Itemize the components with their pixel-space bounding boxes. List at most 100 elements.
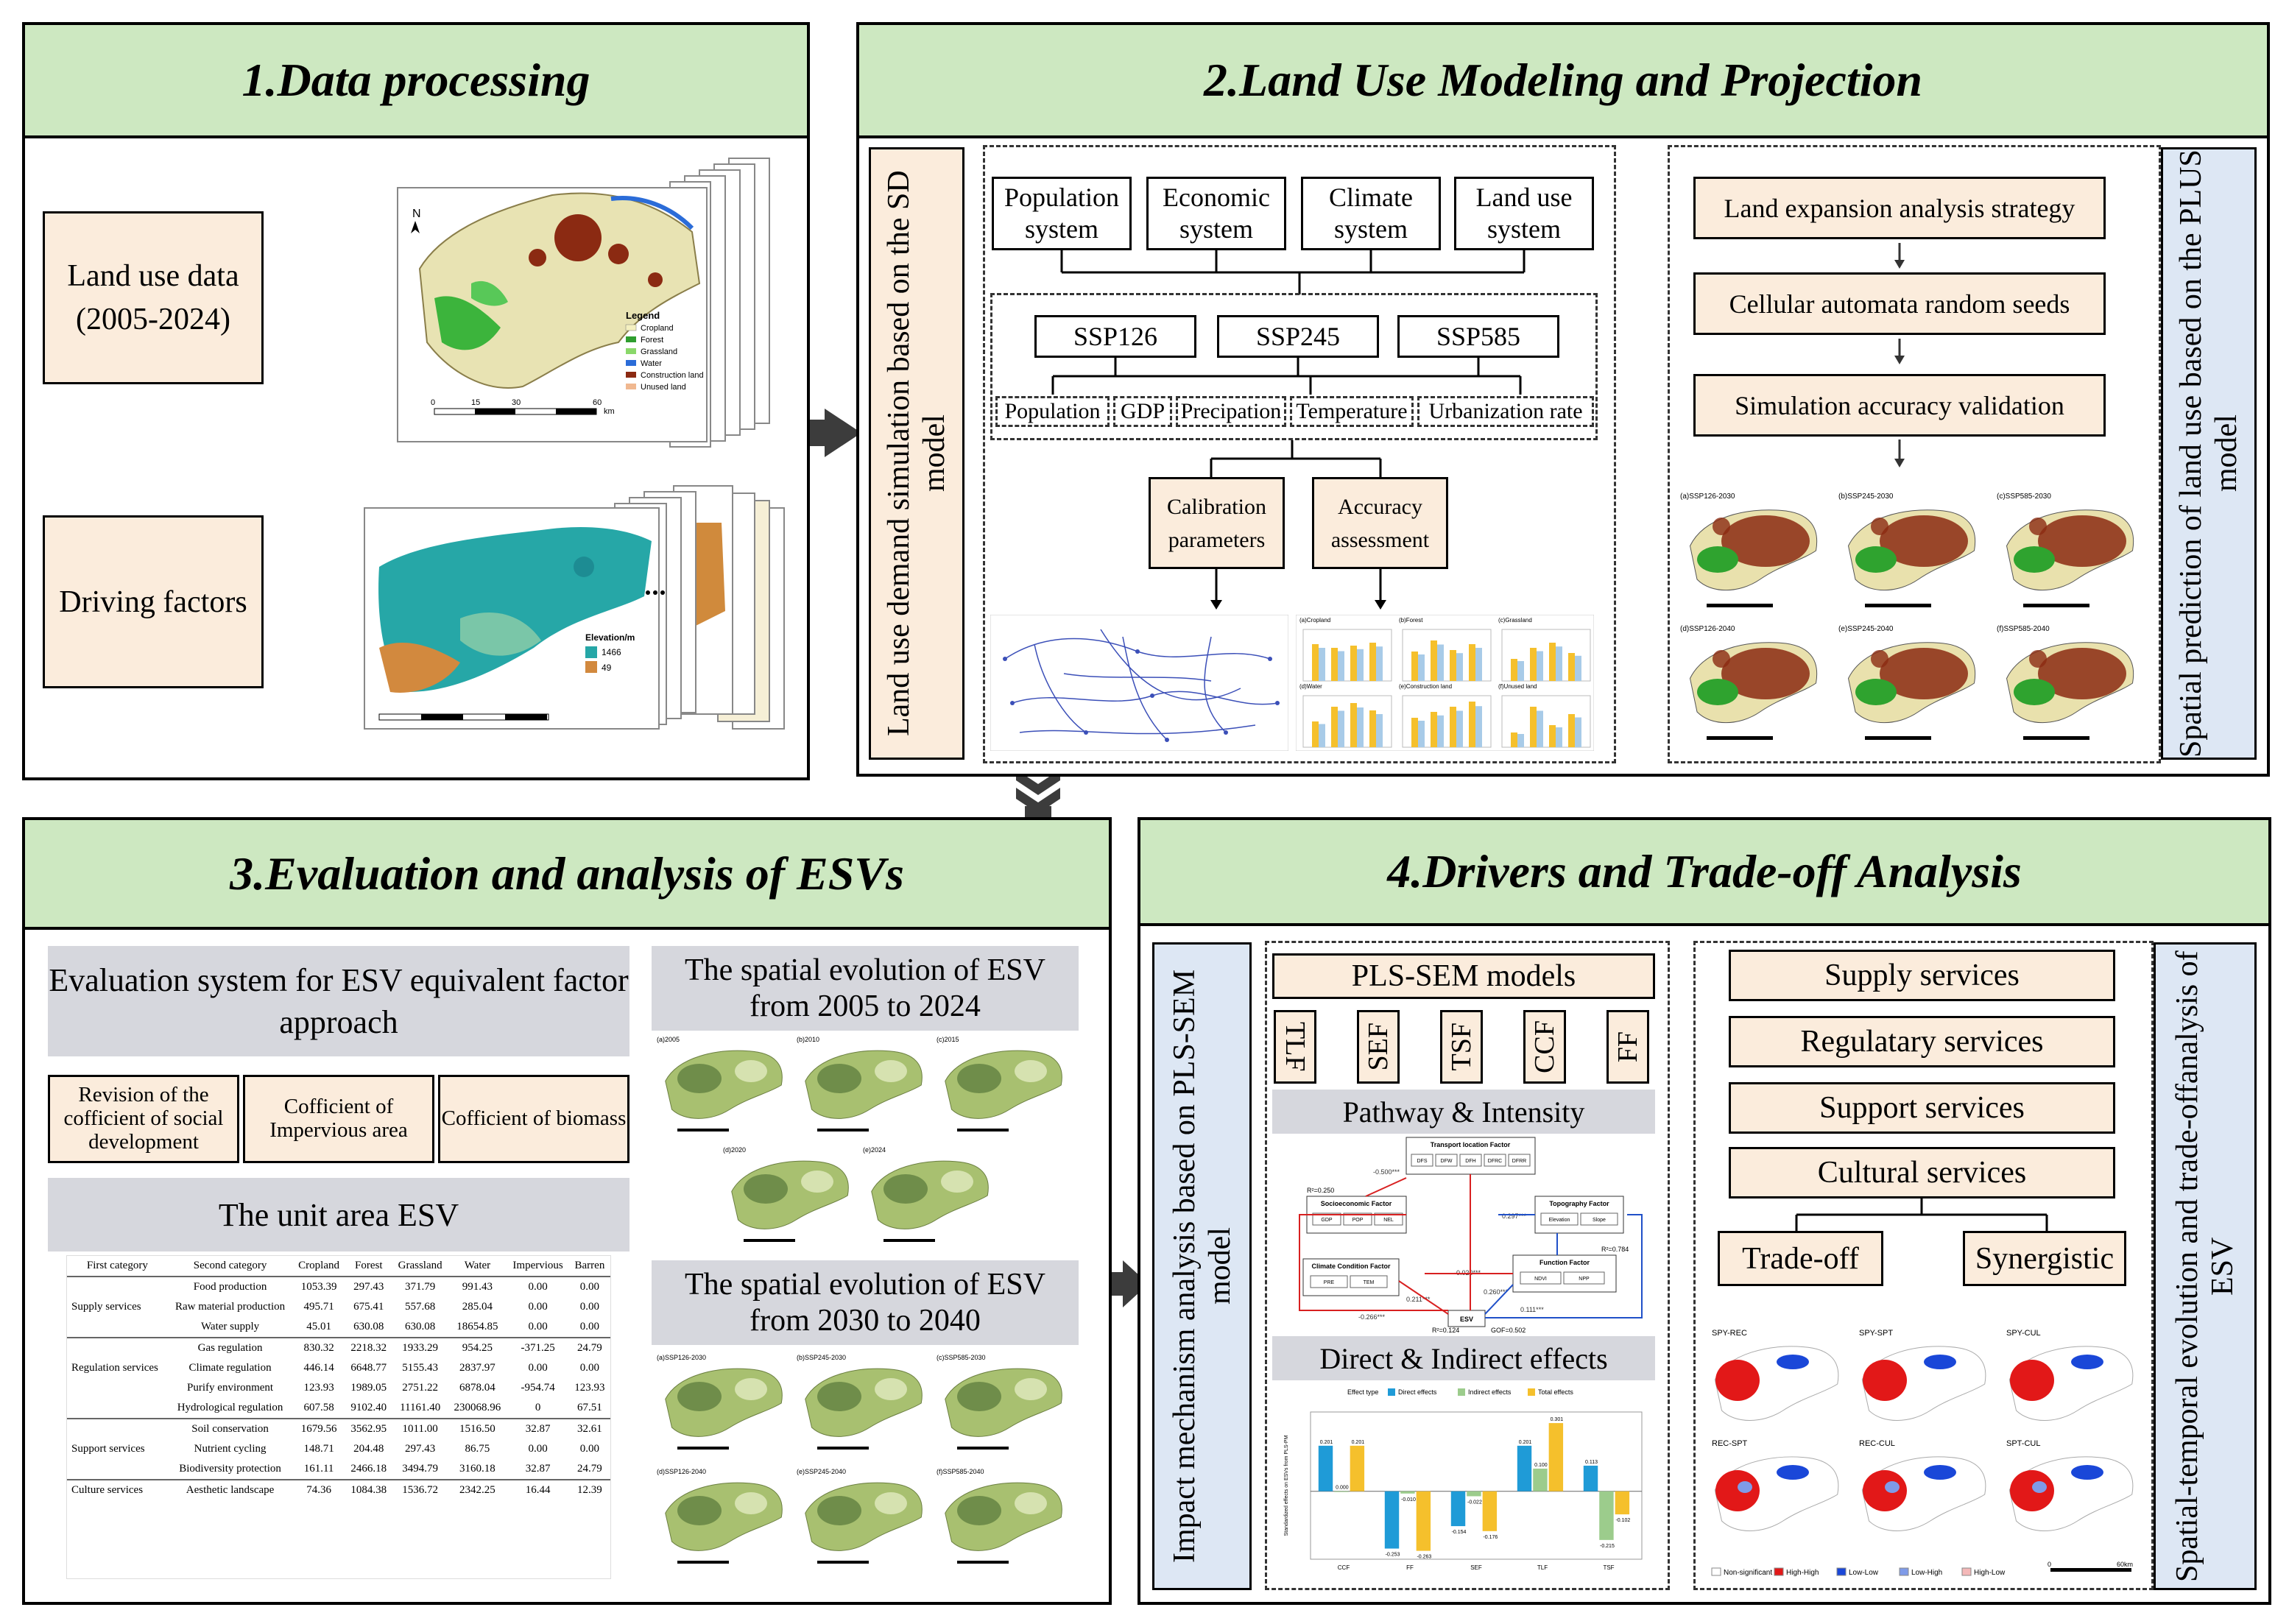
esv-map-2005-2024: (a)2005(b)2010(c)2015(d)2020(e)2024 (652, 1034, 1079, 1255)
scenario-map-label: (e)SSP245-2040 (1838, 625, 1894, 633)
acc-bar (1312, 721, 1319, 747)
scale-bar (957, 1561, 1009, 1564)
table-cell: 371.79 (392, 1276, 448, 1297)
panel-title: 1.Data processing (25, 25, 807, 138)
sem-topo: Topography Factor (1549, 1200, 1609, 1207)
table-cell: 446.14 (303, 1362, 334, 1374)
driving-factors-box: Driving factors (43, 515, 264, 688)
high-high-cluster (2010, 1470, 2054, 1511)
effect-bar (1467, 1491, 1481, 1497)
data-label: -0.176 (1483, 1535, 1498, 1540)
data-label: 0.201 (1320, 1440, 1333, 1445)
acc-bar (1517, 734, 1524, 747)
sd-model-region (983, 145, 1616, 763)
sem-coef: -0.266*** (1358, 1313, 1386, 1321)
legend-swatch (1528, 1388, 1535, 1396)
acc-bar (1575, 655, 1581, 681)
factor-gdp: GDP (1113, 396, 1172, 427)
panel-title: 3.Evaluation and analysis of ESVs (25, 820, 1109, 930)
category-label: FF (1406, 1564, 1414, 1571)
effect-bar (1318, 1445, 1333, 1491)
coef-social-box: Revision of the cofficient of social dev… (48, 1075, 239, 1163)
forest-area (1697, 546, 1738, 573)
lisa-legend-entry: Low-High (1911, 1569, 1942, 1577)
table-cell: 1011.00 (392, 1418, 448, 1439)
esv-map-label: (e)SSP245-2040 (797, 1468, 846, 1475)
scale-bar (677, 1447, 729, 1450)
table-cell: 3160.18 (459, 1463, 495, 1475)
plus-model-label: Spatial prediction of land use based on … (2161, 147, 2257, 760)
scale-bar (957, 1129, 1009, 1131)
esv-map-label: (f)SSP585-2040 (937, 1468, 984, 1475)
table-cell: 991.43 (448, 1276, 507, 1297)
construction-area (2029, 518, 2047, 535)
forest-area (1855, 546, 1897, 573)
table-cell: 2837.97 (459, 1362, 495, 1374)
sd-model-label: Land use demand simulation based on the … (869, 147, 964, 760)
sem-coef: 0.297*** (1502, 1212, 1527, 1220)
panel-title: 4.Drivers and Trade-off Analysis (1140, 820, 2268, 926)
esv-high-area (817, 1382, 861, 1411)
land-use-data-box: Land use data (2005-2024) (43, 211, 264, 384)
table-header: Water (464, 1260, 491, 1271)
legend-item: Grassland (641, 347, 677, 356)
table-cell: 9102.40 (350, 1402, 387, 1413)
acc-bar (1456, 653, 1463, 681)
table-cell: -371.25 (507, 1337, 569, 1358)
legend-title: Legend (626, 310, 660, 321)
lisa-legend-swatch (1961, 1567, 1972, 1576)
data-label: 0.201 (1519, 1440, 1532, 1445)
category-label: SEF (1470, 1564, 1482, 1571)
acc-bar (1469, 644, 1475, 681)
table-cell: 954.25 (448, 1337, 507, 1358)
table-header: Cropland (298, 1260, 339, 1271)
low-high-cluster (1738, 1481, 1752, 1493)
data-label: 0.301 (1551, 1417, 1564, 1422)
sem-variable-label: POP (1352, 1218, 1364, 1223)
evaluation-system-title: Evaluation system for ESV equivalent fac… (48, 946, 629, 1056)
table-cell: 86.75 (465, 1443, 490, 1455)
scale-bar (2050, 1568, 2131, 1572)
plus-arrows (1894, 243, 1905, 467)
services-connector (1795, 1198, 2048, 1232)
lisa-legend-swatch (1774, 1567, 1784, 1576)
table-cell: Water supply (200, 1321, 260, 1332)
table-cell: 6648.77 (350, 1362, 387, 1374)
high-high-cluster (1863, 1470, 1907, 1511)
esv-map-label: (d)SSP126-2040 (657, 1468, 706, 1475)
table-cell: 1933.29 (392, 1337, 448, 1358)
pls-sem-label: Impact mechanism analysis based on PLS-S… (1152, 942, 1252, 1590)
driving-factor-map-stack: Elevation/m 1466 49 (364, 485, 785, 730)
pls-sem-region (1265, 941, 1670, 1590)
esv-low-area (735, 1378, 767, 1400)
effect-bar (1548, 1423, 1564, 1491)
pls-sem-models-box: PLS-SEM models (1272, 953, 1655, 999)
acc-bar (1376, 714, 1383, 747)
acc-bar (1376, 646, 1383, 681)
acc-bar (1331, 707, 1338, 747)
sem-variable (1484, 1154, 1506, 1167)
scale-label: 15 (471, 398, 480, 407)
sem-coef: 0.211*** (1406, 1296, 1431, 1303)
esv-high-area (744, 1174, 788, 1204)
table-cell: 18654.85 (456, 1321, 498, 1332)
esv-low-area (875, 1060, 907, 1082)
acc-bar (1537, 651, 1543, 681)
acc-bar (1450, 707, 1456, 747)
scale-bar (817, 1447, 869, 1450)
table-cell: 0.00 (568, 1276, 610, 1297)
legend-item: Unused land (641, 383, 686, 392)
table-cell: 0 (535, 1402, 541, 1413)
table-cell: Food production (167, 1276, 293, 1297)
land-use-system-box: Land use system (1454, 177, 1594, 250)
esv-map-label: (d)2020 (723, 1146, 746, 1154)
esv-high-area (957, 1064, 1001, 1093)
esv-map-label: (e)2024 (863, 1146, 886, 1154)
effect-bar (1334, 1491, 1349, 1492)
acc-bar (1357, 707, 1364, 747)
